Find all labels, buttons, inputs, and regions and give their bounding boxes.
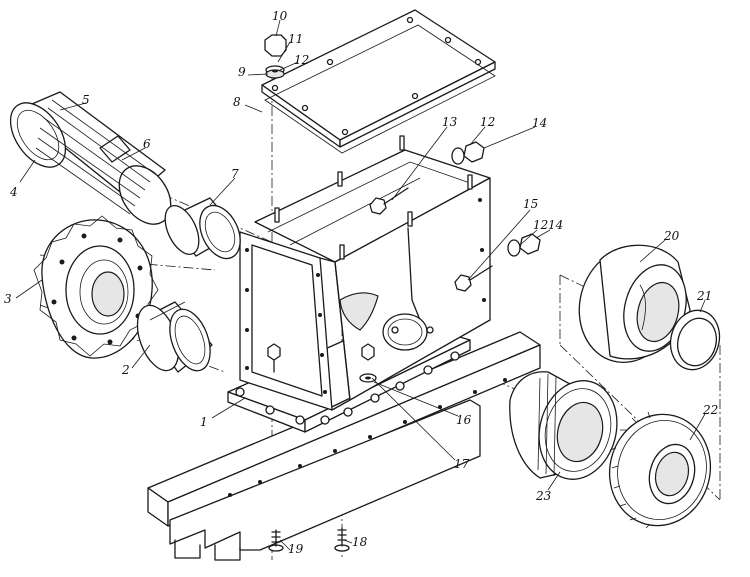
sleeve [136, 301, 213, 373]
callout-16: 16 [456, 413, 472, 427]
callout-10: 10 [272, 9, 288, 23]
base-frame [147, 331, 541, 561]
callout-5: 5 [82, 93, 90, 107]
callout-4: 4 [9, 185, 18, 199]
drive-flange [33, 215, 159, 359]
bell-housing [578, 244, 691, 364]
callout-22: 22 [702, 403, 718, 417]
callout-13: 13 [442, 115, 458, 129]
splined-coupling [509, 371, 618, 480]
callout-2: 2 [121, 363, 130, 377]
callout-18: 18 [352, 535, 368, 549]
callout-17: 17 [454, 457, 470, 471]
callout-3: 3 [4, 292, 12, 306]
callout-14-lower: 14 [548, 218, 563, 232]
callout-12-top: 12 [294, 53, 309, 67]
callout-7: 7 [231, 167, 239, 181]
side-bolts [369, 141, 541, 292]
callout-20: 20 [663, 229, 680, 243]
callout-1: 1 [200, 415, 208, 429]
lower-fasteners [267, 343, 377, 552]
bushing [164, 197, 241, 260]
callout-15: 15 [523, 197, 538, 211]
splined-shaft [9, 91, 172, 225]
callout-14-upper: 14 [532, 116, 547, 130]
callout-labels: 1 2 3 4 5 6 7 8 9 10 11 12 12 12 13 14 1… [4, 9, 718, 556]
callout-12-upper-right: 12 [480, 115, 495, 129]
top-fasteners [264, 34, 287, 79]
callout-leaders [15, 19, 706, 551]
callout-9: 9 [238, 65, 246, 79]
callout-6: 6 [143, 137, 151, 151]
callout-12-lower-right: 12 [533, 218, 548, 232]
callout-23: 23 [535, 489, 552, 503]
callout-8: 8 [233, 95, 241, 109]
callout-19: 19 [288, 542, 304, 556]
callout-21: 21 [696, 289, 712, 303]
cover-plate [261, 9, 496, 154]
spur-gear [608, 411, 712, 529]
sealing-ring [669, 309, 721, 371]
callout-11: 11 [288, 32, 303, 46]
